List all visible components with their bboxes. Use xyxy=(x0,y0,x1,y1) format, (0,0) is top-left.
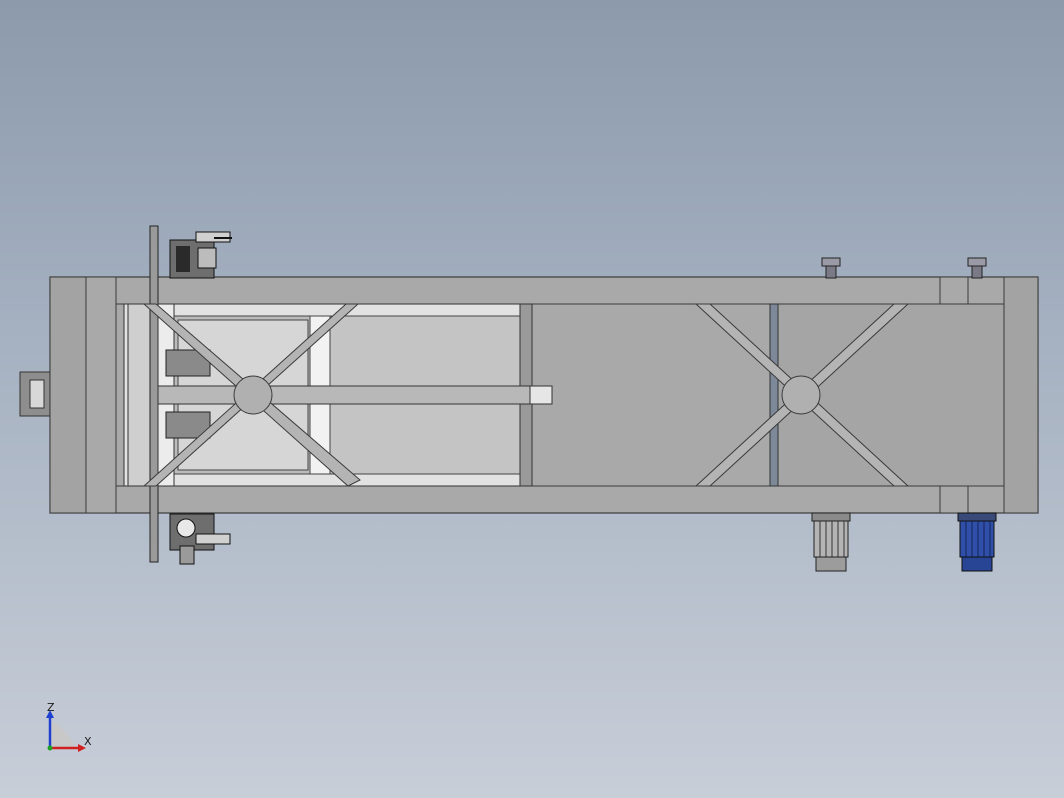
orientation-triad: Z X xyxy=(46,701,92,752)
upper-clamp-unit xyxy=(169,231,232,279)
lower-clamp-unit xyxy=(169,513,231,565)
gray-motor xyxy=(811,512,851,572)
main-shaft xyxy=(157,385,553,405)
z-axis-label: Z xyxy=(47,701,55,714)
top-pins xyxy=(821,257,987,279)
y-axis-dot xyxy=(47,745,53,751)
divider-post xyxy=(769,303,779,487)
blue-motor xyxy=(957,512,997,572)
cross-brace-left xyxy=(142,303,361,487)
x-axis-label: X xyxy=(84,735,92,748)
cross-brace-right xyxy=(694,303,910,487)
triad-plane xyxy=(50,720,76,748)
